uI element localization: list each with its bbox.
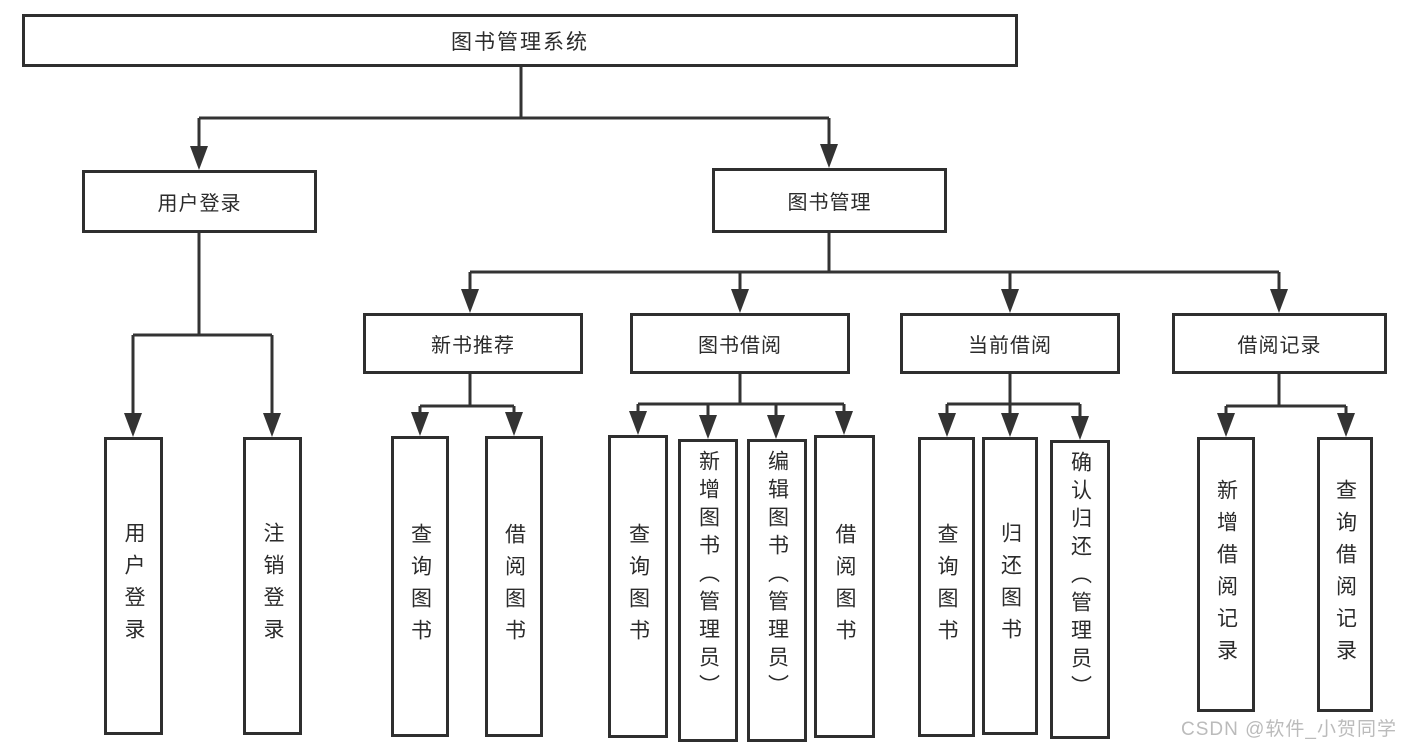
node-label: 当前借阅	[968, 335, 1052, 357]
node-label: 借阅图书	[833, 522, 856, 651]
node-label: 查询图书	[935, 523, 958, 651]
node-label: 新书推荐	[431, 335, 515, 357]
node-leaf-confirm-return-admin: 确认归还（管理员）	[1050, 440, 1110, 739]
node-leaf-borrow-books-1: 借阅图书	[485, 436, 543, 737]
node-library-management-system: 图书管理系统	[22, 14, 1018, 67]
node-label: 归还图书	[998, 522, 1022, 650]
node-leaf-query-books-2: 查询图书	[608, 435, 668, 738]
node-leaf-add-borrow-record: 新增借阅记录	[1197, 437, 1255, 712]
node-label: 借阅记录	[1237, 335, 1322, 357]
node-label: 注销登录	[261, 522, 284, 650]
node-leaf-query-borrow-record: 查询借阅记录	[1317, 437, 1373, 712]
node-label: 查询借阅记录	[1333, 478, 1357, 671]
node-label: 查询图书	[408, 522, 432, 651]
node-label: 图书管理	[787, 192, 872, 214]
node-borrowing-records: 借阅记录	[1172, 313, 1387, 374]
node-label: 新增借阅记录	[1214, 478, 1238, 671]
node-label: 图书管理系统	[451, 30, 589, 54]
node-leaf-add-books-admin: 新增图书（管理员）	[678, 439, 738, 742]
csdn-watermark: CSDN @软件_小贺同学	[1181, 719, 1397, 740]
node-label: 新增图书（管理员）	[696, 450, 720, 702]
node-label: 借阅图书	[502, 522, 526, 651]
node-leaf-return-books: 归还图书	[982, 437, 1038, 735]
node-label: 图书借阅	[698, 335, 782, 357]
node-leaf-logout: 注销登录	[243, 437, 302, 735]
node-user-login: 用户登录	[82, 170, 317, 233]
arrowheads	[124, 144, 1355, 440]
node-leaf-query-books-1: 查询图书	[391, 436, 449, 737]
node-leaf-edit-books-admin: 编辑图书（管理员）	[747, 439, 807, 742]
node-leaf-query-books-3: 查询图书	[918, 437, 975, 737]
node-new-book-recommend: 新书推荐	[363, 313, 583, 374]
node-label: 确认归还（管理员）	[1068, 451, 1092, 703]
node-label: 查询图书	[626, 522, 650, 651]
node-book-management: 图书管理	[712, 168, 947, 233]
node-label: 编辑图书（管理员）	[765, 450, 789, 702]
node-book-borrowing: 图书借阅	[630, 313, 850, 374]
node-leaf-borrow-books-2: 借阅图书	[814, 435, 875, 738]
node-label: 用户登录	[157, 193, 242, 215]
node-label: 用户登录	[122, 522, 145, 650]
node-leaf-user-login: 用户登录	[104, 437, 163, 735]
node-current-borrowing: 当前借阅	[900, 313, 1120, 374]
